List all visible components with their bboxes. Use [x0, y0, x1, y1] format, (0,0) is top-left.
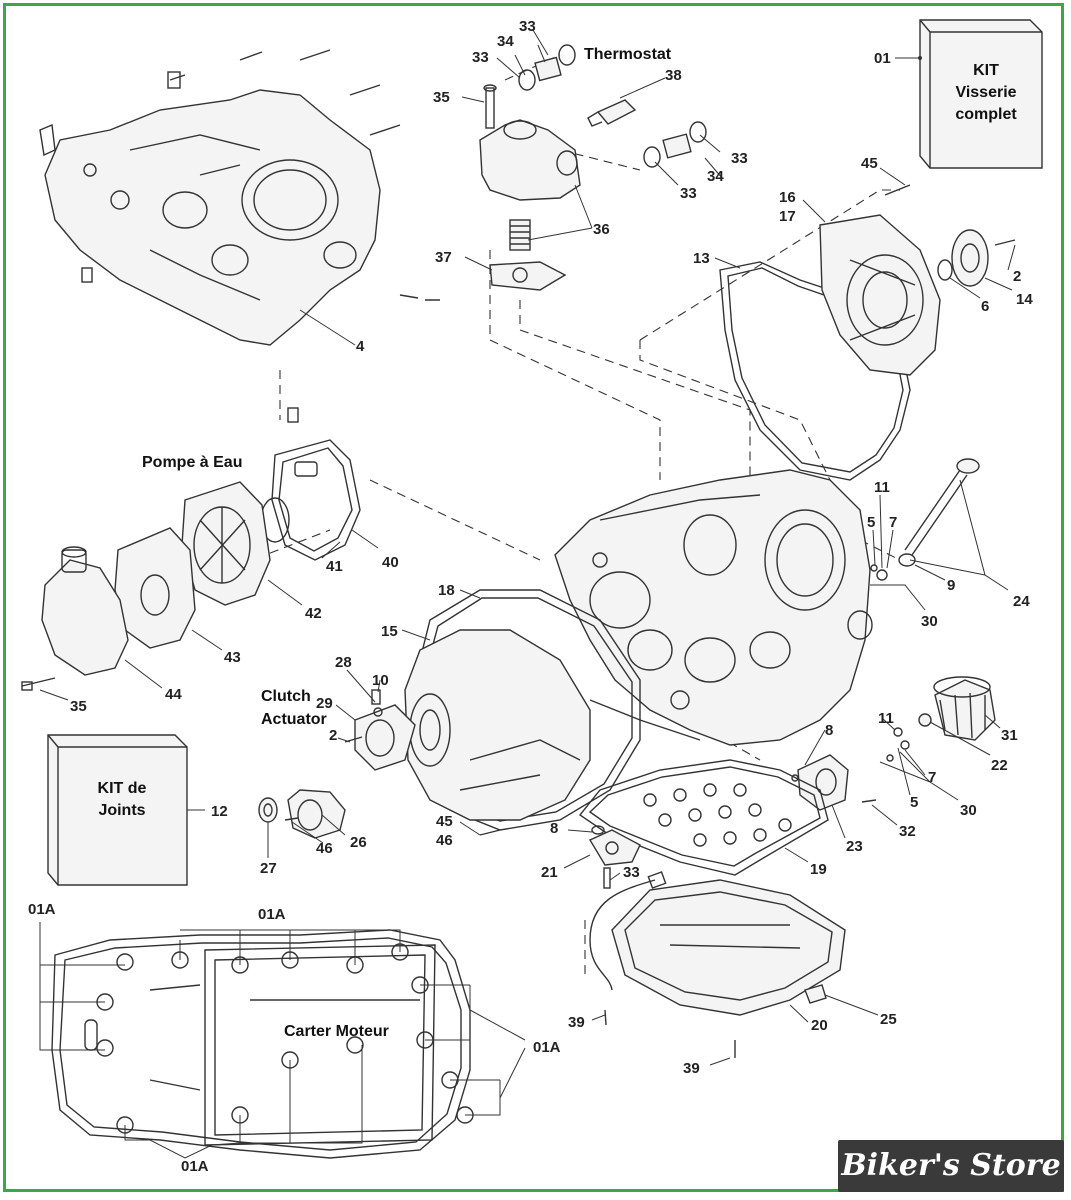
callout: 31 [1001, 727, 1018, 744]
callout: 29 [316, 695, 333, 712]
callout: 12 [211, 803, 228, 820]
callout: 25 [880, 1011, 897, 1028]
callout: 33 [472, 49, 489, 66]
callout: 18 [438, 582, 455, 599]
callout: 01A [533, 1039, 561, 1056]
callout: 2 [1013, 268, 1021, 285]
callout: 33 [519, 18, 536, 35]
oil-filter [791, 676, 996, 811]
kit-gaskets-line1: KIT de [98, 780, 147, 797]
title-clutch-actuator-line1: Clutch [261, 688, 311, 705]
store-watermark: Biker's Store [838, 1140, 1064, 1192]
kit-box-hardware: KIT Visserie complet [895, 19, 1043, 169]
callout: 42 [305, 605, 322, 622]
callout: 30 [921, 613, 938, 630]
callout: 30 [960, 802, 977, 819]
crankcase-upper-half [39, 49, 440, 423]
callout: 45 [861, 155, 878, 172]
callout: 17 [779, 208, 796, 225]
callout: 16 [779, 189, 796, 206]
callout: 11 [878, 710, 894, 727]
callout: 14 [1016, 291, 1033, 308]
callout: 28 [335, 654, 352, 671]
title-clutch-actuator-line2: Actuator [261, 711, 327, 728]
callout: 7 [889, 514, 897, 531]
callout: 34 [707, 168, 724, 185]
callout: 01A [181, 1158, 209, 1175]
side-cover [719, 184, 1016, 481]
title-engine-case: Carter Moteur [284, 1023, 389, 1040]
callout: 45 [436, 813, 453, 830]
callout: 2 [329, 727, 337, 744]
callout: 01A [28, 901, 56, 918]
callout: 13 [693, 250, 710, 267]
callout: 15 [381, 623, 398, 640]
callout: 38 [665, 67, 682, 84]
oil-pan-gasket [578, 759, 829, 876]
callout: 4 [356, 338, 365, 355]
water-pump [21, 439, 361, 691]
kit-gaskets-line2: Joints [98, 802, 145, 819]
engine-case-bottom-view [39, 922, 526, 1159]
title-water-pump: Pompe à Eau [142, 454, 242, 471]
callout: 7 [928, 769, 936, 786]
kit-box-gaskets: KIT de Joints [47, 734, 205, 886]
callout: 01 [874, 50, 891, 67]
callout: 24 [1013, 593, 1030, 610]
callout-numbers: 33 34 33 38 35 33 34 33 36 37 45 16 17 1… [28, 18, 1033, 1175]
callout: 46 [436, 832, 453, 849]
callout: 46 [316, 840, 333, 857]
callout: 37 [435, 249, 452, 266]
callout: 5 [867, 514, 875, 531]
callout: 9 [947, 577, 955, 594]
callout: 5 [910, 794, 918, 811]
callout: 19 [810, 861, 827, 878]
callout: 11 [874, 479, 890, 496]
callout: 8 [550, 820, 558, 837]
clutch-cover [258, 589, 641, 839]
title-thermostat: Thermostat [584, 46, 672, 63]
callout: 35 [70, 698, 87, 715]
crankcase-main [554, 458, 980, 746]
callout: 23 [846, 838, 863, 855]
callout: 44 [165, 686, 182, 703]
callout: 39 [568, 1014, 585, 1031]
callout: 33 [623, 864, 640, 881]
callout: 39 [683, 1060, 700, 1077]
kit-hardware-line3: complet [955, 106, 1017, 123]
callout: 33 [731, 150, 748, 167]
callout: 41 [326, 558, 343, 575]
callout: 36 [593, 221, 610, 238]
leader-lines [39, 29, 1016, 1066]
callout: 6 [981, 298, 989, 315]
callout: 10 [372, 672, 389, 689]
callout: 20 [811, 1017, 828, 1034]
callout: 32 [899, 823, 916, 840]
callout: 33 [680, 185, 697, 202]
callout: 34 [497, 33, 514, 50]
callout: 01A [258, 906, 286, 923]
callout: 35 [433, 89, 450, 106]
callout: 27 [260, 860, 277, 877]
callout: 8 [825, 722, 833, 739]
thermostat-housing [479, 44, 707, 291]
callout: 21 [541, 864, 558, 881]
callout: 26 [350, 834, 367, 851]
diagram-frame [3, 3, 1064, 1192]
oil-pan [588, 825, 846, 1058]
kit-hardware-line1: KIT [973, 62, 999, 79]
kit-hardware-line2: Visserie [955, 84, 1016, 101]
callout: 43 [224, 649, 241, 666]
callout: 22 [991, 757, 1008, 774]
callout: 40 [382, 554, 399, 571]
